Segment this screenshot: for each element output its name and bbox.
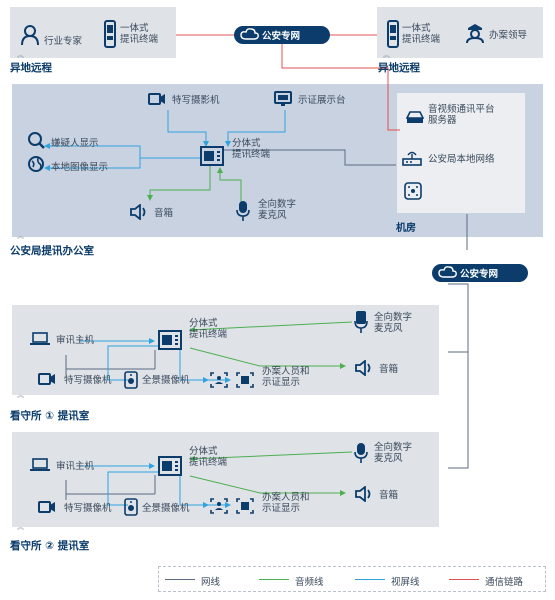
jail1-caption-a: 看守所 bbox=[10, 410, 42, 422]
integrated-terminal-icon bbox=[387, 20, 399, 48]
speaker-icon bbox=[130, 204, 146, 220]
display-icon bbox=[210, 498, 228, 514]
jail2-host-label: 审讯主机 bbox=[56, 461, 95, 472]
bureau-caption: 公安局提讯办公室 bbox=[10, 245, 94, 257]
panorama-camera-icon bbox=[124, 371, 138, 389]
integrated-terminal-icon bbox=[104, 20, 116, 48]
legend-audio-label: 音频线 bbox=[295, 577, 324, 588]
leader-icon bbox=[466, 24, 484, 44]
document-display-icon bbox=[236, 498, 254, 514]
bureau-split-terminal-label: 分体式 提讯终端 bbox=[232, 138, 271, 160]
bureau-closeup-camera-label: 特写摄影机 bbox=[172, 95, 220, 106]
closeup-camera-icon bbox=[38, 373, 55, 385]
legend-comm-label: 通信链路 bbox=[485, 577, 524, 588]
speaker-icon bbox=[355, 360, 371, 376]
leader-label: 办案领导 bbox=[489, 30, 528, 41]
cloud-top-label: 公安专网 bbox=[262, 31, 301, 42]
panorama-camera-icon bbox=[124, 498, 138, 516]
remote-left-panel bbox=[10, 7, 176, 58]
legend-audio-swatch bbox=[259, 579, 289, 580]
police-network-cloud-mid: 公安专网 bbox=[432, 264, 528, 282]
jail1-caption-num: ① bbox=[45, 410, 55, 422]
legend-video-label: 视屏线 bbox=[391, 577, 420, 588]
bureau-speaker-label: 音箱 bbox=[154, 208, 174, 219]
jail2-caption-b: 提讯室 bbox=[57, 540, 90, 552]
globe-icon bbox=[28, 156, 44, 172]
server-icon bbox=[406, 111, 424, 123]
police-network-cloud-top: 公安专网 bbox=[234, 26, 330, 44]
jail2-split-terminal-label: 分体式 提讯终端 bbox=[189, 446, 228, 468]
legend-video-swatch bbox=[355, 579, 385, 580]
network-hub-icon bbox=[404, 182, 422, 200]
machine-room-caption: 机房 bbox=[396, 223, 416, 234]
remote-left-caption: 异地远程 bbox=[10, 62, 52, 74]
speaker-icon bbox=[355, 486, 371, 502]
legend-comm-swatch bbox=[449, 579, 479, 580]
remote-right-caption: 异地远程 bbox=[378, 62, 420, 74]
suspect-display-label: 嫌疑人显示 bbox=[51, 138, 99, 149]
collapse-icon[interactable]: ︽ bbox=[383, 51, 390, 59]
server-label: 音视频通讯平台 服务器 bbox=[428, 104, 495, 126]
closeup-camera-icon bbox=[148, 93, 165, 105]
jail2-staff-display-label: 办案人员和 示证显示 bbox=[262, 492, 310, 514]
bureau-mic-label: 全向数字 麦克风 bbox=[258, 199, 297, 221]
jail1-host-label: 审讯主机 bbox=[56, 335, 95, 346]
document-display-icon bbox=[236, 372, 254, 388]
local-network-label: 公安局本地网络 bbox=[428, 154, 495, 165]
router-icon bbox=[402, 151, 422, 166]
split-terminal-icon bbox=[158, 456, 182, 476]
legend: 网线 音频线 视屏线 通信链路 bbox=[158, 566, 546, 592]
collapse-icon[interactable]: ︽ bbox=[17, 232, 24, 240]
jail1-panorama-camera-label: 全景摄像机 bbox=[142, 375, 190, 386]
suspect-display-icon bbox=[28, 132, 45, 149]
jail2-speaker-label: 音箱 bbox=[379, 490, 399, 501]
jail2-caption-a: 看守所 bbox=[10, 540, 42, 552]
microphone-icon bbox=[354, 311, 368, 333]
split-terminal-icon bbox=[158, 330, 182, 350]
machine-room-panel bbox=[397, 93, 525, 213]
jail1-caption-b: 提讯室 bbox=[57, 410, 90, 422]
jail1-caption: 看守所 ① 提讯室 bbox=[10, 408, 89, 423]
split-terminal-icon bbox=[200, 146, 224, 166]
expert-icon bbox=[21, 25, 39, 46]
jail1-split-terminal-label: 分体式 提讯终端 bbox=[189, 318, 228, 340]
jail2-caption-num: ② bbox=[45, 540, 55, 552]
microphone-icon bbox=[236, 201, 250, 221]
jail2-closeup-camera-label: 特写摄像机 bbox=[64, 503, 112, 514]
bureau-document-camera-label: 示证展示台 bbox=[298, 95, 346, 106]
jail2-panorama-camera-label: 全景摄像机 bbox=[142, 503, 190, 514]
cloud-badge-icon bbox=[432, 264, 528, 282]
expert-label: 行业专家 bbox=[44, 36, 83, 47]
jail1-speaker-label: 音箱 bbox=[379, 364, 399, 375]
cloud-mid-label: 公安专网 bbox=[460, 269, 499, 280]
document-camera-icon bbox=[274, 91, 292, 106]
display-icon bbox=[210, 372, 228, 388]
legend-net-swatch bbox=[165, 579, 195, 580]
jail1-closeup-camera-label: 特写摄像机 bbox=[64, 375, 112, 386]
jail2-mic-label: 全向数字 麦克风 bbox=[374, 442, 413, 464]
closeup-camera-icon bbox=[38, 501, 55, 513]
microphone-icon bbox=[354, 443, 368, 463]
local-image-label: 本地图像显示 bbox=[51, 162, 109, 173]
collapse-icon[interactable]: ︽ bbox=[17, 523, 24, 531]
collapse-icon[interactable]: ︽ bbox=[17, 391, 24, 399]
legend-net-label: 网线 bbox=[201, 577, 221, 588]
laptop-icon bbox=[30, 332, 50, 345]
jail1-mic-label: 全向数字 麦克风 bbox=[374, 312, 413, 334]
laptop-icon bbox=[30, 458, 50, 471]
integrated-terminal-label: 一体式 提讯终端 bbox=[120, 23, 159, 45]
jail2-caption: 看守所 ② 提讯室 bbox=[10, 538, 89, 553]
remote-right-terminal-label: 一体式 提讯终端 bbox=[402, 23, 441, 45]
remote-right-panel bbox=[377, 7, 543, 58]
cloud-badge-icon bbox=[234, 26, 330, 44]
collapse-icon[interactable]: ︽ bbox=[17, 51, 24, 59]
jail1-staff-display-label: 办案人员和 示证显示 bbox=[262, 366, 310, 388]
